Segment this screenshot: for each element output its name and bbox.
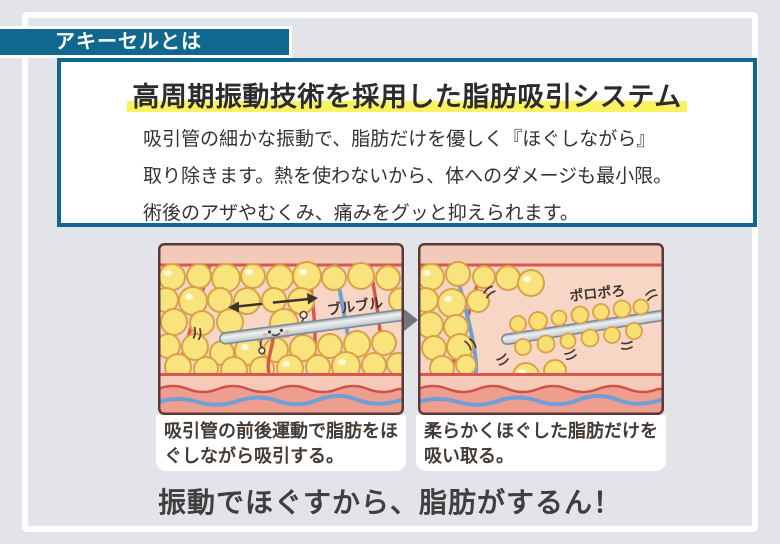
- next-step-arrow-icon: [404, 309, 418, 331]
- intro-body: 吸引管の細かな振動で、脂肪だけを優しく『ほぐしながら』 取り除きます。熱を使わな…: [61, 121, 753, 232]
- intro-body-line1: 吸引管の細かな振動で、脂肪だけを優しく『ほぐしながら』: [143, 129, 656, 150]
- muscle-layer: [160, 373, 402, 413]
- loosened-fat-blobs: [509, 298, 650, 356]
- outer-frame: [22, 12, 758, 532]
- vibration-marks-icon: [192, 326, 202, 341]
- illustration-vibrating-cannula: ブルブル: [158, 243, 404, 415]
- intro-title: 高周期振動技術を採用した脂肪吸引システム: [61, 75, 753, 114]
- sfx-poroporo: ポロポろ: [569, 282, 626, 304]
- caption-left: 吸引管の前後運動で脂肪をほぐしながら吸引する。: [156, 415, 406, 471]
- sfx-buruburu: ブルブル: [326, 294, 384, 318]
- illustration-suction-loosened-fat: ポロポろ: [418, 243, 664, 415]
- fat-cells: [160, 261, 402, 384]
- slogan: 振動でほぐすから、脂肪がするん！: [157, 487, 622, 518]
- skin-layer: [160, 245, 402, 265]
- intro-box: 高周期振動技術を採用した脂肪吸引システム 吸引管の細かな振動で、脂肪だけを優しく…: [57, 58, 757, 227]
- panel-frame: [158, 243, 404, 415]
- intro-title-highlight: 高周期振動技術を採用した脂肪吸引システム: [127, 82, 687, 112]
- intro-body-line2: 取り除きます。熱を使わないから、体へのダメージも最小限。: [143, 166, 673, 187]
- left-panel-art: ブルブル: [160, 245, 402, 413]
- back-forth-arrows-icon: [228, 293, 318, 313]
- section-badge-label: アキーセルとは: [55, 31, 202, 53]
- shake-marks-icon: [464, 285, 658, 366]
- cannula-character-icon: [219, 307, 402, 355]
- caption-right: 柔らかくほぐした脂肪だけを吸い取る。: [416, 415, 666, 471]
- muscle-layer: [420, 373, 662, 413]
- skin-layer: [420, 245, 662, 265]
- section-badge: アキーセルとは: [0, 26, 292, 58]
- right-panel-art: ポロポろ: [420, 245, 662, 413]
- intro-body-line3: 術後のアザやむくみ、痛みをグッと抑えられます。: [143, 203, 579, 224]
- panel-frame: [418, 243, 664, 415]
